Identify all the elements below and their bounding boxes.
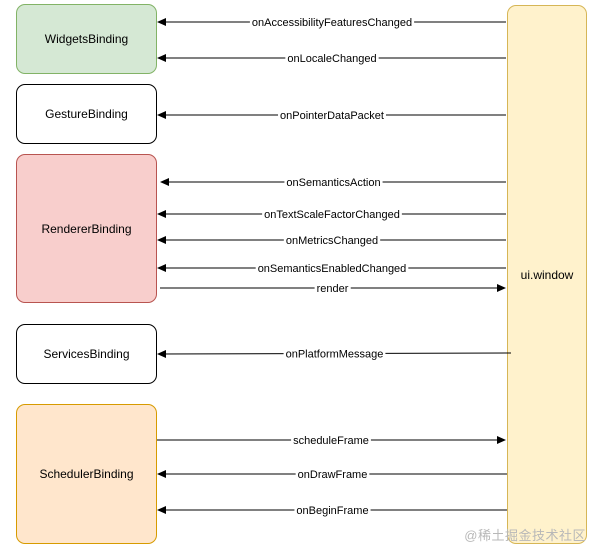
edge-5: onMetricsChanged xyxy=(157,235,506,247)
edge-label-background xyxy=(262,209,402,221)
edge-label: onTextScaleFactorChanged xyxy=(264,209,400,221)
edge-label: onMetricsChanged xyxy=(286,235,378,247)
edge-label: onAccessibilityFeaturesChanged xyxy=(252,17,412,29)
gesture-binding-label: GestureBinding xyxy=(45,107,128,121)
scheduler-binding-label: SchedulerBinding xyxy=(39,467,134,481)
renderer-binding-node[interactable]: RendererBinding xyxy=(16,154,157,303)
services-binding-node[interactable]: ServicesBinding xyxy=(16,324,157,384)
widgets-binding-node[interactable]: WidgetsBinding xyxy=(16,4,157,74)
ui-window-node[interactable]: ui.window xyxy=(507,5,587,544)
edge-label-background xyxy=(278,110,386,122)
edge-label-background xyxy=(283,235,381,247)
edge-9: scheduleFrame xyxy=(157,435,506,447)
scheduler-binding-node[interactable]: SchedulerBinding xyxy=(16,404,157,544)
edge-11: onBeginFrame xyxy=(157,505,507,517)
edge-10: onDrawFrame xyxy=(157,469,507,481)
edge-8: onPlatformMessage xyxy=(157,348,512,361)
edge-label: onDrawFrame xyxy=(298,469,368,481)
edge-label: onSemanticsEnabledChanged xyxy=(258,263,407,275)
gesture-binding-node[interactable]: GestureBinding xyxy=(16,84,157,144)
renderer-binding-label: RendererBinding xyxy=(41,221,132,236)
edge-label: scheduleFrame xyxy=(293,435,369,447)
edge-6: onSemanticsEnabledChanged xyxy=(157,263,506,275)
ui-window-label: ui.window xyxy=(520,267,574,282)
widgets-binding-label: WidgetsBinding xyxy=(44,32,129,46)
edge-label-background xyxy=(314,283,351,295)
edge-3: onSemanticsAction xyxy=(160,177,506,189)
edge-label-background xyxy=(294,505,371,517)
edge-0: onAccessibilityFeaturesChanged xyxy=(157,17,506,29)
services-binding-label: ServicesBinding xyxy=(43,347,130,361)
edge-label: onLocaleChanged xyxy=(287,53,376,65)
edge-label: onPointerDataPacket xyxy=(280,110,384,122)
edge-label: onPlatformMessage xyxy=(286,349,384,361)
edge-4: onTextScaleFactorChanged xyxy=(157,209,506,221)
edge-label-background xyxy=(285,53,379,65)
edge-7: render xyxy=(160,283,506,295)
edge-label: onBeginFrame xyxy=(296,505,368,517)
edge-2: onPointerDataPacket xyxy=(157,110,506,122)
edge-label-background xyxy=(295,469,370,481)
edge-label-background xyxy=(255,263,409,275)
edge-label-background xyxy=(291,435,371,447)
edge-label: render xyxy=(317,283,349,295)
edge-label-background xyxy=(284,177,383,189)
watermark-text: @稀土掘金技术社区 xyxy=(464,528,586,543)
edge-label-background xyxy=(283,348,386,361)
edge-1: onLocaleChanged xyxy=(157,53,506,65)
edge-label: onSemanticsAction xyxy=(286,177,380,189)
edge-label-background xyxy=(249,17,415,29)
